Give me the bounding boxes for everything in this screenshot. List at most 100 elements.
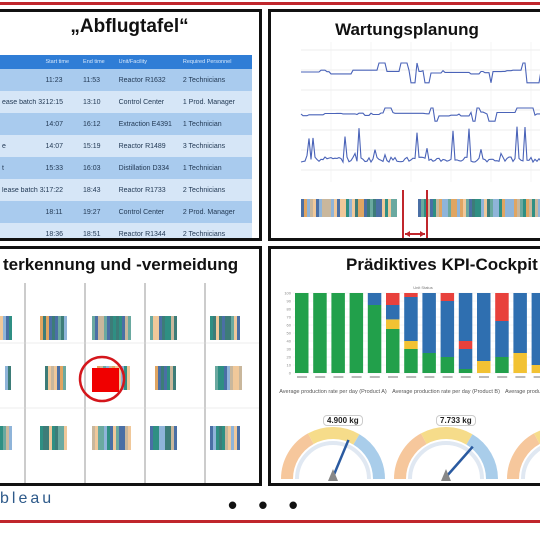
y-tick-label: 60 bbox=[287, 323, 292, 328]
stripe bbox=[173, 366, 176, 390]
stripe bbox=[155, 366, 158, 390]
table-cell: Control Center bbox=[118, 208, 165, 216]
stripe bbox=[165, 316, 168, 340]
stripe bbox=[391, 199, 394, 217]
stripe bbox=[64, 316, 67, 340]
table-cell: Reactor R1344 bbox=[118, 230, 166, 238]
gauge-inner bbox=[295, 441, 371, 480]
bar-segment bbox=[404, 341, 418, 349]
bar-segment bbox=[477, 293, 491, 361]
stripe bbox=[222, 316, 225, 340]
stripe bbox=[388, 199, 391, 217]
stripe bbox=[164, 366, 167, 390]
stripe bbox=[313, 199, 316, 217]
stripe bbox=[54, 366, 57, 390]
stripe bbox=[487, 199, 490, 217]
stripe bbox=[104, 426, 107, 450]
stripe bbox=[231, 426, 234, 450]
stripe bbox=[122, 316, 125, 340]
arrow-head bbox=[420, 231, 425, 237]
stripe bbox=[228, 426, 231, 450]
stripe bbox=[8, 366, 11, 390]
stripe bbox=[122, 426, 125, 450]
y-tick-label: 70 bbox=[287, 315, 292, 320]
stripe bbox=[98, 426, 101, 450]
stripe bbox=[433, 199, 436, 217]
bar-segment bbox=[349, 293, 364, 373]
x-tick-label bbox=[533, 376, 540, 378]
stripe bbox=[370, 199, 373, 217]
column-header-personnel[interactable]: Required Personnel bbox=[182, 59, 232, 65]
y-tick-label: 90 bbox=[287, 299, 292, 304]
stripe bbox=[463, 199, 466, 217]
bar-chart-title: Unit Status bbox=[413, 285, 433, 290]
stripe bbox=[358, 199, 361, 217]
stripe bbox=[508, 199, 511, 217]
x-tick-label bbox=[515, 376, 526, 378]
stripe bbox=[310, 199, 313, 217]
stripe bbox=[427, 199, 430, 217]
stripe bbox=[60, 366, 63, 390]
table-cell: Reactor R1632 bbox=[118, 76, 166, 84]
stripe bbox=[514, 199, 517, 217]
column-header-start-time[interactable]: Start time bbox=[45, 59, 70, 65]
bar-segment bbox=[386, 293, 400, 305]
y-tick-label: 50 bbox=[287, 331, 292, 336]
stripe bbox=[0, 426, 3, 450]
stripe bbox=[430, 199, 433, 217]
bottom-red-line bbox=[0, 520, 540, 523]
stripe bbox=[448, 199, 451, 217]
stripe bbox=[215, 366, 218, 390]
gauge-arc bbox=[507, 433, 540, 480]
gauge-label: Average production rate per day (Product… bbox=[279, 389, 387, 395]
stripe bbox=[128, 426, 131, 450]
stripe bbox=[101, 426, 104, 450]
x-tick-label bbox=[297, 376, 307, 378]
stripe bbox=[224, 366, 227, 390]
table-cell: 15:19 bbox=[83, 142, 101, 150]
stripe bbox=[424, 199, 427, 217]
table-cell: Control Center bbox=[118, 98, 165, 106]
stripe bbox=[239, 366, 242, 390]
table-cell: 11:53 bbox=[83, 76, 101, 84]
stripe bbox=[352, 199, 355, 217]
stripe bbox=[153, 426, 156, 450]
stripe bbox=[156, 426, 159, 450]
stripe bbox=[162, 316, 165, 340]
column-header-end-time[interactable]: End time bbox=[83, 59, 105, 65]
stripe bbox=[113, 316, 116, 340]
stripe bbox=[63, 366, 66, 390]
stripe bbox=[481, 199, 484, 217]
gauge-arc bbox=[307, 427, 360, 445]
stripe bbox=[55, 316, 58, 340]
stripe bbox=[233, 366, 236, 390]
stripe bbox=[325, 199, 328, 217]
stripe bbox=[58, 426, 61, 450]
stripe bbox=[436, 199, 439, 217]
stripe bbox=[9, 426, 12, 450]
stripe bbox=[110, 316, 113, 340]
column-header-unit[interactable]: Unit/Facility bbox=[118, 59, 148, 65]
bar-segment bbox=[495, 321, 509, 357]
stripe bbox=[237, 426, 240, 450]
stripe bbox=[52, 426, 55, 450]
stripe bbox=[51, 366, 54, 390]
table-cell: 16:03 bbox=[83, 164, 101, 172]
stripe bbox=[225, 426, 228, 450]
gauge-arc bbox=[394, 433, 427, 480]
stripe bbox=[127, 366, 130, 390]
stripe bbox=[225, 316, 228, 340]
stripe bbox=[6, 426, 9, 450]
panel-title: Wartungsplanung bbox=[335, 20, 479, 39]
stripe bbox=[520, 199, 523, 217]
stripe bbox=[118, 366, 121, 390]
